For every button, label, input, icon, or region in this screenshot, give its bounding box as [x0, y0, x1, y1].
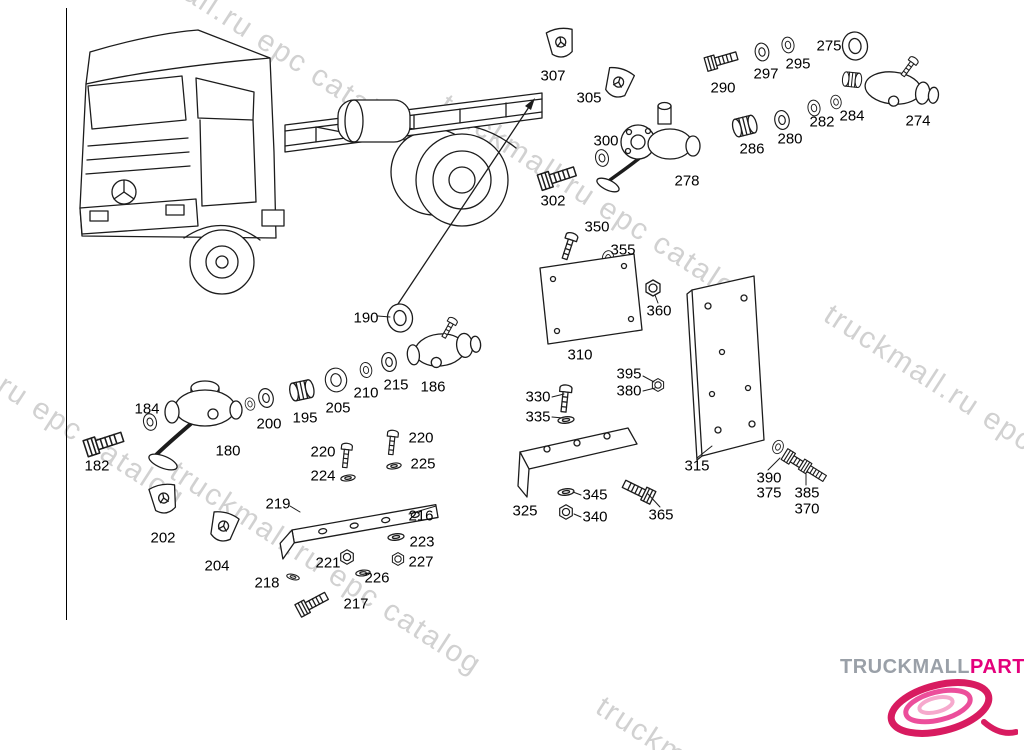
part-200-washer	[256, 386, 276, 410]
part-205-washer	[322, 365, 350, 395]
part-216-bracket	[279, 503, 439, 560]
part-310-plate	[539, 253, 643, 345]
pointer-arrow	[393, 98, 535, 311]
part-280-washer	[772, 108, 792, 132]
part-335-washer	[557, 415, 575, 425]
part-395-nut	[651, 378, 665, 392]
part-350-bolt	[558, 230, 580, 262]
logo-swirl-icon	[887, 679, 1018, 737]
part-360-nut	[645, 279, 661, 297]
part-204-badge	[206, 508, 241, 545]
part-330-bolt	[556, 383, 573, 414]
part-195-fitting	[287, 378, 317, 403]
part-223-washer	[387, 532, 405, 542]
part-297-washer	[753, 41, 771, 63]
part-325-bracket	[517, 427, 638, 498]
part-286-fitting	[730, 113, 760, 139]
part-385-bolt	[797, 458, 829, 485]
part-300-washer	[593, 147, 611, 169]
logo-text-truckmall: TRUCKMALL	[840, 656, 971, 678]
part-180-valve	[148, 380, 243, 471]
part-190-grommet	[385, 301, 415, 335]
part-278-valve	[596, 101, 701, 193]
truck-drawing	[79, 29, 543, 295]
part-220-bolt-left	[338, 442, 354, 469]
part-305-badge	[600, 64, 636, 102]
part-215-washer	[379, 350, 399, 374]
part-295-washer	[780, 35, 796, 55]
part-315-plate	[686, 275, 765, 461]
part-390-washer	[770, 438, 786, 456]
part-200-washer-small	[243, 396, 257, 412]
part-220-bolt-right	[384, 429, 400, 456]
part-340-nut	[559, 504, 573, 520]
part-182-bolt	[82, 428, 126, 458]
part-275-grommet	[840, 29, 870, 63]
part-302-bolt	[536, 162, 579, 192]
part-221-nut	[340, 549, 354, 565]
part-225-washer	[385, 461, 403, 471]
part-227-nut	[391, 552, 405, 566]
part-202-badge	[147, 481, 180, 516]
part-186-valve	[406, 315, 482, 369]
part-224-washer	[339, 473, 357, 483]
page-border-line	[66, 8, 67, 620]
part-218-washer	[285, 572, 301, 582]
part-365-bolt	[620, 476, 657, 505]
logo-text-parts: PARTS	[970, 656, 1024, 678]
part-184-washer	[141, 411, 159, 433]
part-307-badge	[545, 26, 577, 60]
part-284-washer	[829, 93, 843, 111]
part-226-washer	[354, 568, 372, 578]
leader-lines	[289, 294, 807, 518]
part-217-bolt	[294, 589, 331, 618]
part-282-washer	[806, 98, 822, 118]
logo: TRUCKMALLPARTS	[840, 654, 1024, 748]
part-274-valve	[841, 54, 940, 107]
part-290-fitting	[703, 48, 740, 72]
part-210-washer	[358, 361, 374, 379]
part-345-washer	[557, 487, 575, 497]
logo-text: TRUCKMALLPARTS	[840, 656, 1024, 679]
